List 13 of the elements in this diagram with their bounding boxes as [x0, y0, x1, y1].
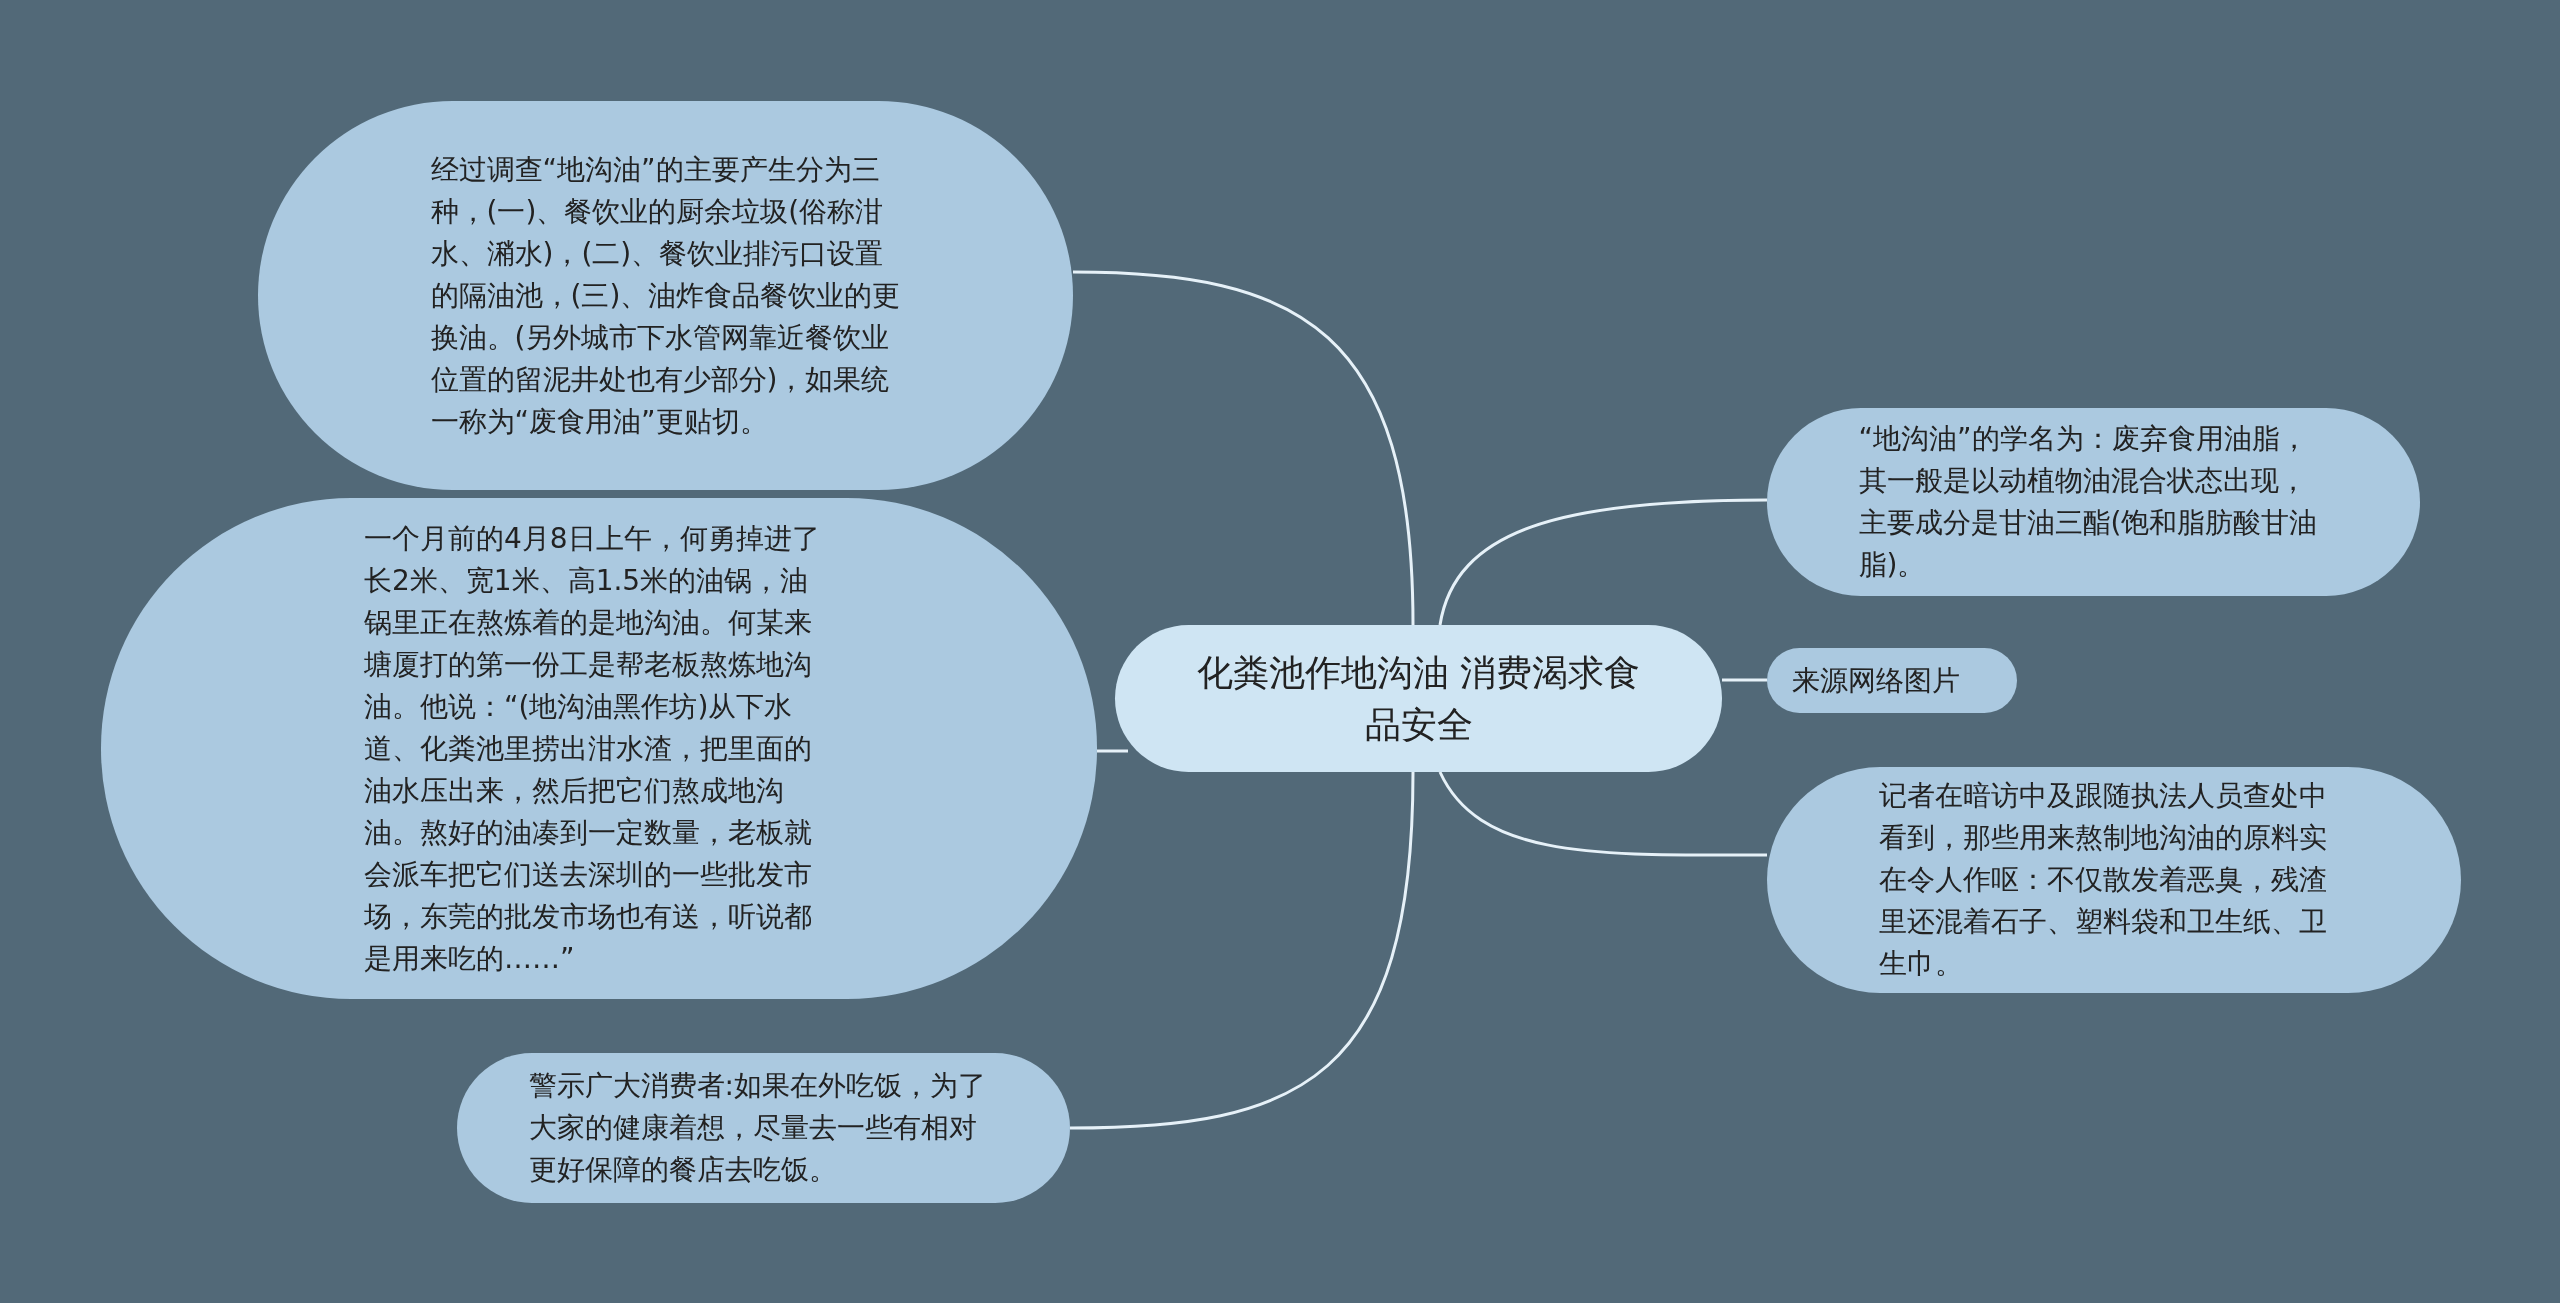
- connector-line: [1438, 498, 1767, 626]
- connector-line: [1438, 771, 1767, 857]
- topic-title: 化粪池作地沟油 消费渴求食品安全: [1195, 650, 1642, 747]
- topic-text: 警示广大消费者:如果在外吃饭，为了大家的健康着想，尽量去一些有相对更好保障的餐店去吃饭。: [528, 1068, 987, 1188]
- topic-text: “地沟油”的学名为：废弃食用油脂，其一般是以动植物油混合状态出现，主要成分是甘油三酯(饱和脂肪酸甘油脂)。: [1858, 421, 2319, 583]
- topic-text: 经过调查“地沟油”的主要产生分为三种，(一)、餐饮业的厨余垃圾(俗称泔水、潲水)，(二)、餐饮业排污口设置的隔油池，(三)、油炸食品餐饮业的更换油。(另外城市下水管网靠近餐饮业位置的留泥井处也有少部分)，如果统一称为“废食用油”更贴切。: [430, 151, 901, 440]
- topic-text: 来源网络图片: [1792, 662, 1961, 699]
- connector-line: [1097, 749, 1128, 753]
- topic-text: 记者在暗访中及跟随执法人员查处中看到，那些用来熬制地沟油的原料实在令人作呕：不仅散发着恶臭，残渣里还混着石子、塑料袋和卫生纸、卫生巾。: [1879, 778, 2328, 982]
- connector-line: [1722, 678, 1767, 682]
- connector-line: [1072, 270, 1415, 626]
- topic-text: 一个月前的4月8日上午，何勇掉进了长2米、宽1米、高1.5米的油锅，油锅里正在熬炼着的是地沟油。何某来塘厦打的第一份工是帮老板熬炼地沟油。他说：“(地沟油黑作坊)从下水道、化粪池里捞出泔水渣，把里面的油水压出来，然后把它们熬成地沟油。熬好的油凑到一定数量，老板就会派车把它们送去深圳的一些批发市场，东莞的批发市场也有送，听说都是用来吃的……”: [364, 520, 821, 977]
- connector-line: [1069, 771, 1415, 1130]
